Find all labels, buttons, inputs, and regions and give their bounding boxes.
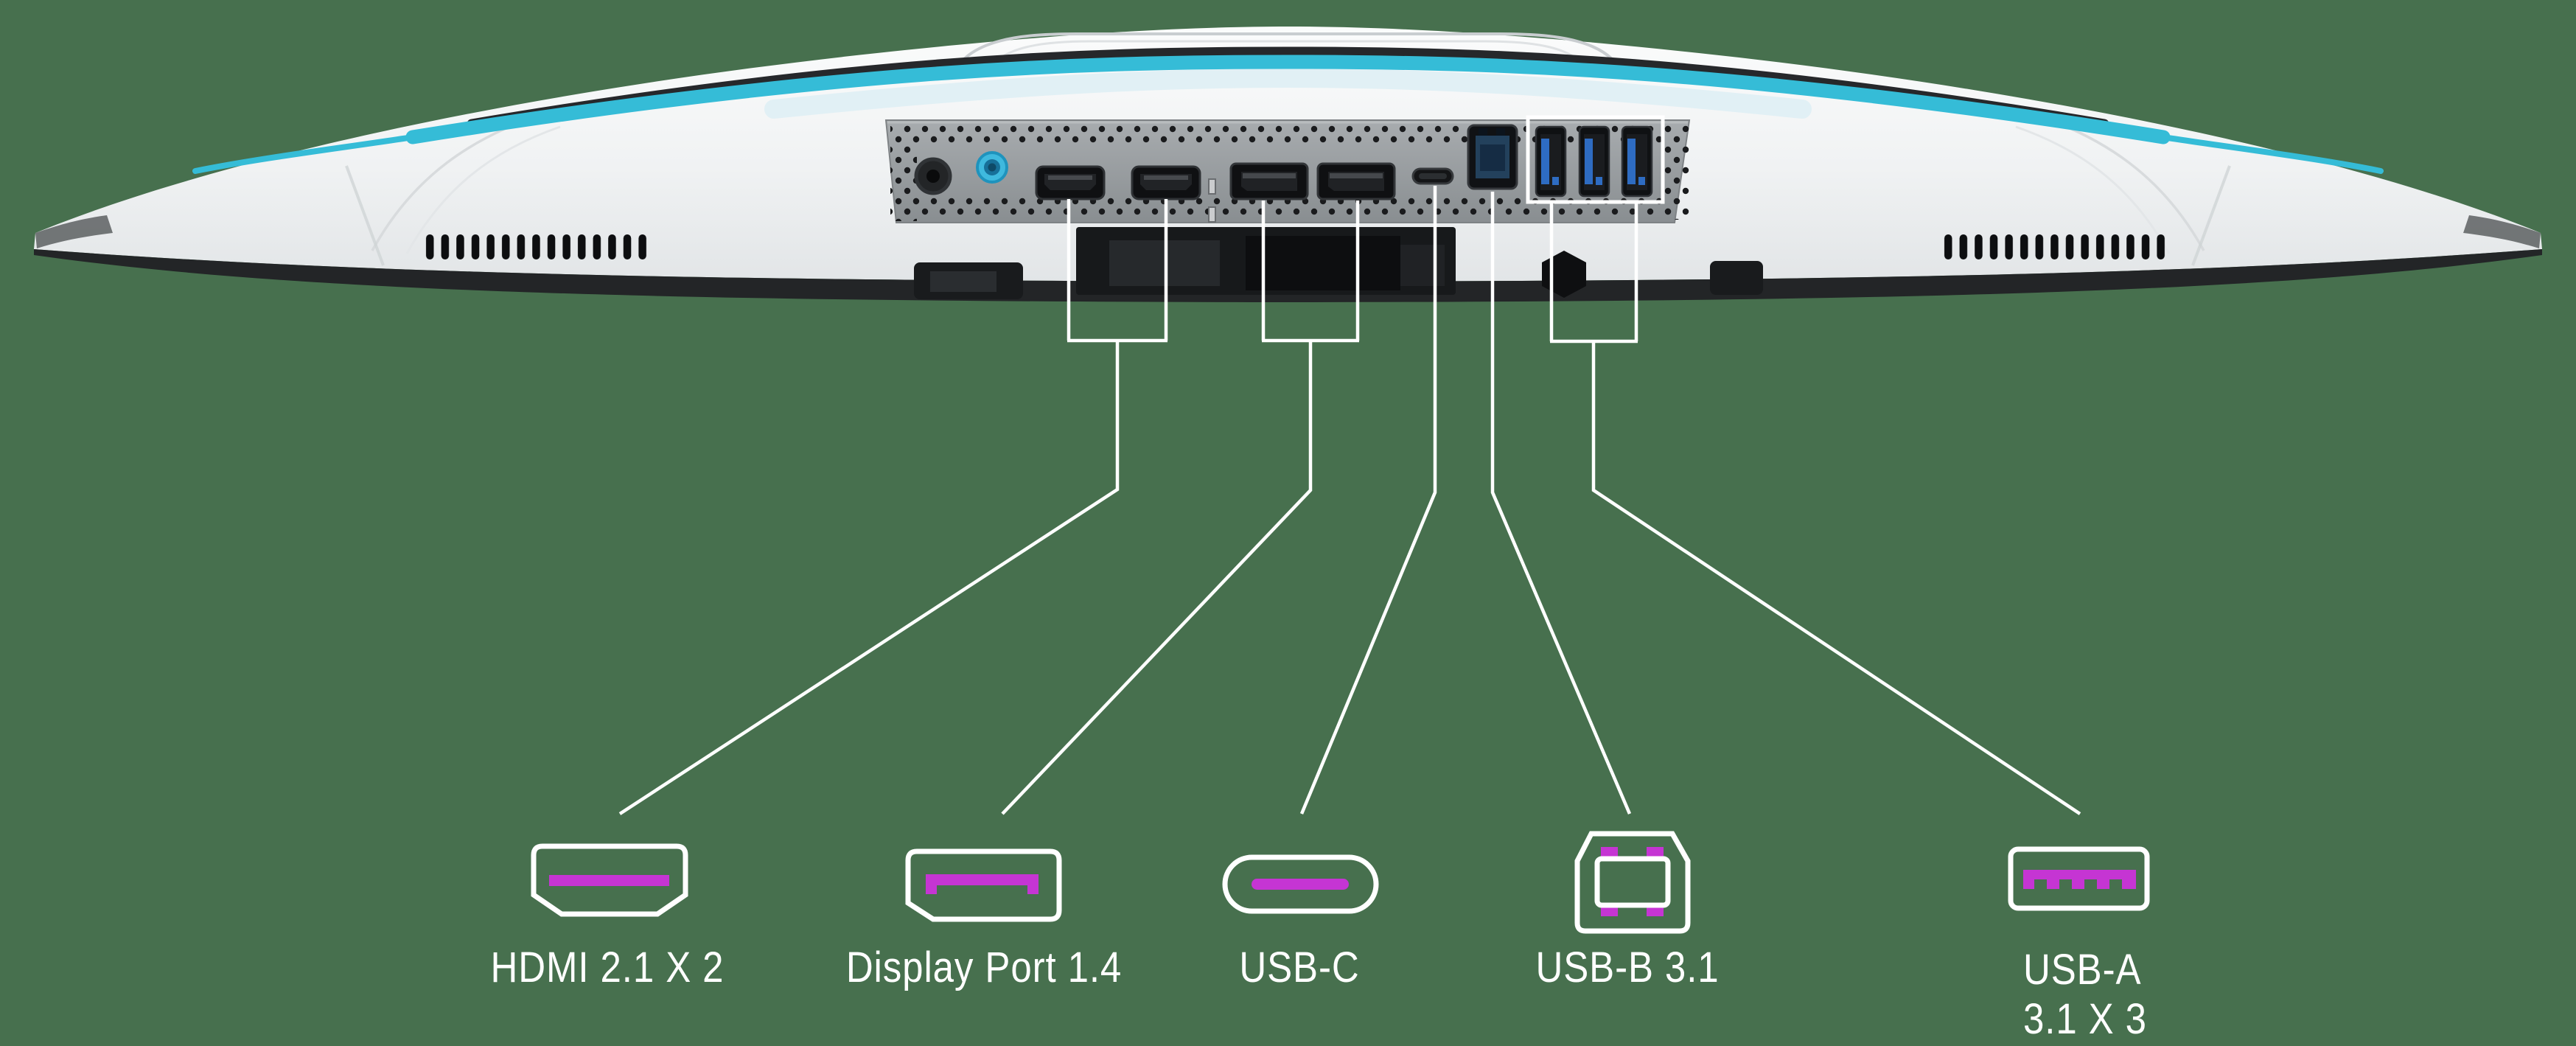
connector-icons [531,831,2150,934]
callout-label-displayport: Display Port 1.4 [845,944,1123,991]
callout-lines [618,115,2081,815]
cyan-accent-right-wing [2160,134,2384,174]
stand-slab-step [1400,245,1445,286]
top-accent-strips [192,46,2384,174]
usb-c-icon-pin-bar [1252,879,1349,890]
right-wing-crease-2 [2015,125,2171,254]
displayport-connector-icon [905,848,1062,922]
screen-edge-dark-strip [467,46,2109,129]
usb-a-highlight-box [1526,115,1665,204]
stand-latch-left-inner [930,271,996,292]
usb-c-port [1411,167,1454,185]
hdmi-port-2 [1131,165,1201,201]
stand-slab-inner-dark [1246,236,1400,290]
usb-a-callout-lines [1526,115,2081,815]
callout-label-usb-a: USB-A 3.1 X 3 [2023,945,2147,1044]
right-wing-fold [2191,165,2231,266]
usb-b-connector-icon [1574,831,1691,934]
usb-a-connector-icon [2008,846,2150,911]
cyan-accent-strip [405,55,2171,144]
usb-a-port-2 [1578,125,1610,198]
hdmi-callout-lines [618,199,1168,815]
left-tip-edge [35,215,113,248]
callout-label-hdmi: HDMI 2.1 X 2 [490,944,725,991]
headphone-jack [914,157,952,195]
usb-a-icon-pin-bar [2023,870,2136,889]
speaker-grilles [422,234,2170,259]
perforation-left-wedge [890,124,917,221]
usb-b-icon-pin-bl [1601,905,1618,916]
callout-label-usb-c: USB-C [1239,944,1360,991]
usb-c-callout-line [1299,186,1437,815]
displayport-1 [1229,162,1309,201]
hdmi-port-1 [1035,165,1106,201]
usb-b-icon-pin-tr [1647,847,1664,859]
usb-b-icon-pin-br [1647,905,1664,916]
port-panel [884,119,1691,223]
speaker-grille-left [422,234,650,259]
right-tip-edge [2463,215,2541,248]
usb-b-icon-pin-tl [1601,847,1618,859]
left-wing-fold [345,165,385,266]
displayport-callout-lines [1001,201,1360,815]
stand-handle-crease [951,32,1625,78]
panel-slot-upper [1208,178,1216,195]
displayport-icon-pin-bar [926,874,1039,894]
hdmi-icon-pin-bar [549,875,669,886]
stand-foot-right [1710,261,1763,295]
monitor-bottom-bezel [34,249,2542,302]
callout-label-usb-a-line2: 3.1 X 3 [2023,995,2147,1043]
usb-a-port-3 [1621,125,1653,198]
glow-light-strip [764,68,1812,119]
left-wing-crease-2 [405,125,561,254]
stand-mount-parts [914,227,1763,299]
callout-label-usb-a-line1: USB-A [2023,946,2142,994]
audio-line-out-port [976,151,1008,184]
usb-b-callout-line [1490,192,1632,815]
usb-a-port-1 [1535,125,1567,198]
hdmi-connector-icon [531,843,688,917]
cyan-accent-left-wing [192,134,416,174]
stand-handle-crease-2 [986,40,1590,74]
speaker-grille-right [1942,234,2170,259]
perforation-right-wedge [1664,124,1691,220]
callout-label-usb-b: USB-B 3.1 [1535,944,1720,991]
usb-b-port [1467,124,1518,190]
usb-c-connector-icon [1222,854,1379,914]
displayport-2 [1316,162,1396,201]
panel-slot-lower [1208,206,1216,223]
